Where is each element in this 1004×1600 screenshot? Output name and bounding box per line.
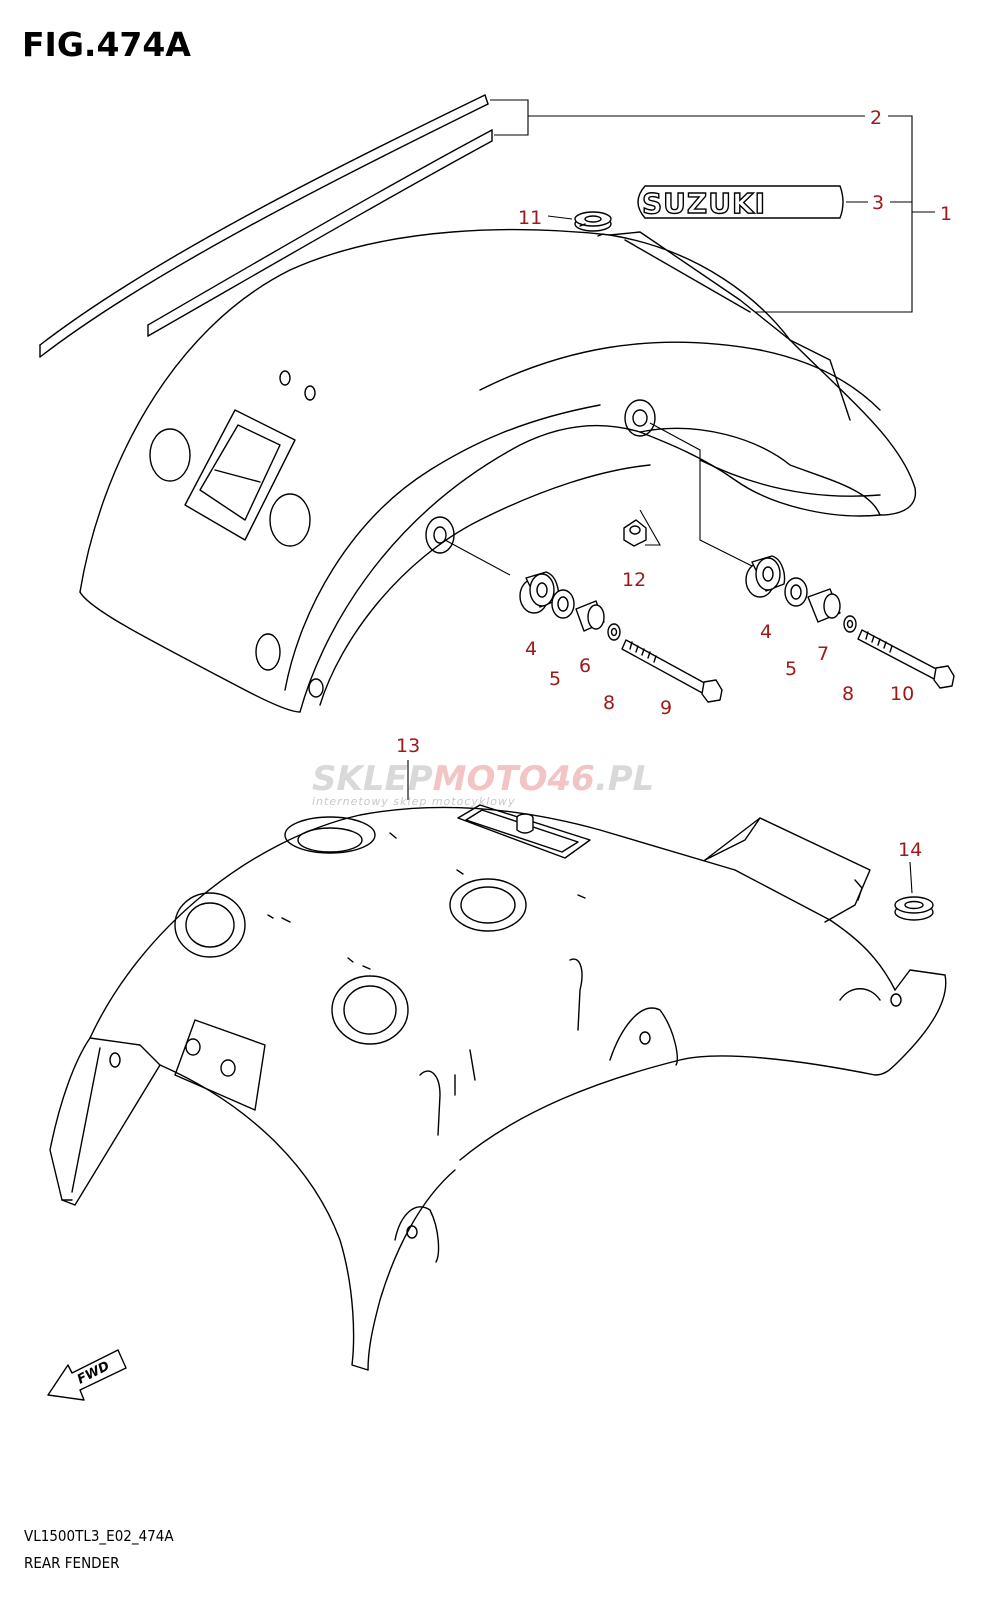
callout-8-left: 8: [603, 692, 615, 714]
watermark-part-d: .PL: [595, 759, 655, 799]
watermark-part-b: MOTO: [433, 759, 548, 799]
callout-9: 9: [660, 697, 672, 719]
model-code: VL1500TL3_E02_474A: [24, 1527, 174, 1546]
watermark: SKLEPMOTO46.PL internetowy sklep motocyk…: [312, 759, 654, 808]
callout-1: 1: [940, 203, 952, 225]
bolt-10: [857, 629, 955, 689]
washer-8-left: [607, 623, 621, 641]
inner-fender-lower: [49, 804, 947, 1371]
washer-5-left: [551, 589, 575, 619]
watermark-part-a: SKLEP: [312, 759, 433, 799]
rear-fender-upper: [79, 223, 917, 713]
grommet-14: [894, 896, 934, 921]
emblem-text: SUZUKI: [642, 187, 766, 220]
fwd-arrow-icon: FWD: [47, 1349, 127, 1401]
callout-8-right: 8: [842, 683, 854, 705]
leader-bolt-left: [444, 539, 511, 576]
leader-11: [547, 215, 573, 220]
callout-12: 12: [622, 569, 646, 591]
trim-strip-lower: [147, 129, 493, 337]
washer-8-right: [843, 615, 857, 633]
watermark-subtitle: internetowy sklep motocyklowy: [312, 795, 516, 808]
callout-4-right: 4: [760, 621, 772, 643]
cushion-4-right: [745, 555, 786, 598]
watermark-part-c: 46: [547, 759, 595, 799]
callout-13: 13: [396, 735, 420, 757]
callout-7: 7: [817, 643, 829, 665]
grommet-11: [574, 211, 612, 232]
callout-5-right: 5: [785, 658, 797, 680]
callout-3: 3: [872, 192, 884, 214]
spacer-7: [807, 588, 841, 623]
callout-11: 11: [518, 207, 542, 229]
callout-2: 2: [870, 107, 882, 129]
callout-4-left: 4: [525, 638, 537, 660]
washer-5-right: [784, 577, 808, 607]
leader-bracket: [490, 99, 935, 313]
trim-strip-upper: [39, 94, 489, 358]
leader-12: [639, 509, 661, 546]
svg-text:SKLEPMOTO46.PL: SKLEPMOTO46.PL: [312, 759, 654, 799]
spacer-6: [575, 600, 605, 632]
bolt-9: [621, 639, 723, 703]
leader-14: [909, 861, 913, 894]
suzuki-emblem: SUZUKI: [637, 185, 844, 221]
figure-title: FIG.474A: [22, 25, 191, 64]
callout-10: 10: [890, 683, 914, 705]
callout-5-left: 5: [549, 668, 561, 690]
leader-bolt-right: [649, 422, 761, 571]
nut-12: [623, 519, 647, 547]
callout-6: 6: [579, 655, 591, 677]
callout-14: 14: [898, 839, 922, 861]
figure-caption: REAR FENDER: [24, 1554, 119, 1572]
